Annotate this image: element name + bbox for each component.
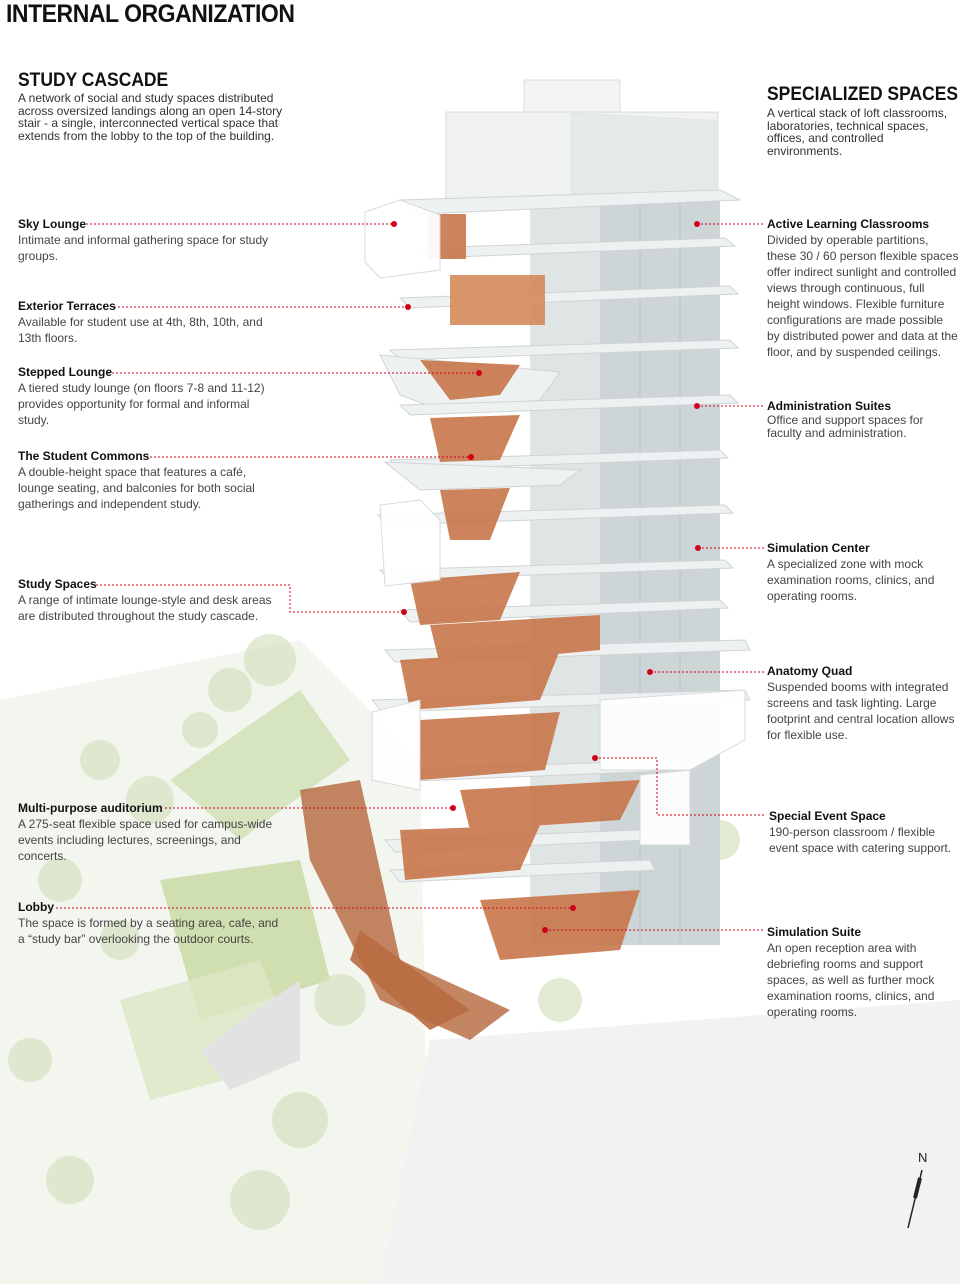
leader-dots <box>391 221 701 933</box>
page-title: INTERNAL ORGANIZATION <box>6 0 295 28</box>
label-title: Anatomy Quad <box>767 664 853 678</box>
stair-cascade <box>400 214 640 960</box>
leader-lines <box>56 223 766 931</box>
label-title: Simulation Suite <box>767 925 862 939</box>
label-title: Simulation Center <box>767 541 870 555</box>
label-desc: An open reception area with debriefing r… <box>767 941 935 1019</box>
specialized-spaces-title: SPECIALIZED SPACES <box>767 84 959 105</box>
label-administration: Administration Suites Office and support… <box>767 399 959 440</box>
label-desc: Office and support spaces for faculty an… <box>767 413 924 440</box>
label-title: Stepped Lounge <box>18 365 112 379</box>
label-title: Administration Suites <box>767 399 892 413</box>
label-lobby: Lobby The space is formed by a seating a… <box>18 900 283 947</box>
label-desc: Divided by operable partitions, these 30… <box>767 233 959 359</box>
label-title: Active Learning Classrooms <box>767 217 930 231</box>
label-auditorium: Multi-purpose auditorium A 275-seat flex… <box>18 801 283 864</box>
label-title: Special Event Space <box>769 809 886 823</box>
label-desc: A 275-seat flexible space used for campu… <box>18 817 273 863</box>
specialized-spaces-desc: A vertical stack of loft classrooms, lab… <box>767 106 948 158</box>
label-desc: A tiered study lounge (on floors 7-8 and… <box>18 381 265 427</box>
label-student-commons: The Student Commons A double-height spac… <box>18 449 283 512</box>
north-label: N <box>918 1150 928 1165</box>
label-desc: 190-person classroom / flexible event sp… <box>769 825 952 855</box>
label-desc: A range of intimate lounge-style and des… <box>18 593 272 623</box>
label-stepped-lounge: Stepped Lounge A tiered study lounge (on… <box>18 365 283 428</box>
label-title: Study Spaces <box>18 577 97 591</box>
label-title: The Student Commons <box>18 449 150 463</box>
label-title: Sky Lounge <box>18 217 87 231</box>
label-title: Lobby <box>18 900 54 914</box>
label-title: Multi-purpose auditorium <box>18 801 163 815</box>
landscape <box>0 634 960 1284</box>
label-exterior-terraces: Exterior Terraces Available for student … <box>18 299 283 346</box>
label-desc: The space is formed by a seating area, c… <box>18 916 279 946</box>
label-desc: A double-height space that features a ca… <box>18 465 255 511</box>
label-desc: Available for student use at 4th, 8th, 1… <box>18 315 263 345</box>
north-arrow-icon <box>907 1169 923 1229</box>
label-anatomy-quad: Anatomy Quad Suspended booms with integr… <box>767 664 959 743</box>
label-simulation-center: Simulation Center A specialized zone wit… <box>767 541 959 604</box>
facade-panels <box>364 199 746 846</box>
label-special-event: Special Event Space 190-person classroom… <box>769 809 959 856</box>
label-simulation-suite: Simulation Suite An open reception area … <box>767 925 959 1020</box>
label-active-learning: Active Learning Classrooms Divided by op… <box>767 217 959 360</box>
label-title: Exterior Terraces <box>18 299 116 313</box>
label-desc: Intimate and informal gathering space fo… <box>18 233 269 263</box>
study-cascade-desc: A network of social and study spaces dis… <box>18 91 283 143</box>
label-desc: A specialized zone with mock examination… <box>767 557 935 603</box>
label-sky-lounge: Sky Lounge Intimate and informal gatheri… <box>18 217 283 264</box>
label-desc: Suspended booms with integrated screens … <box>767 680 955 742</box>
study-cascade-title: STUDY CASCADE <box>18 70 169 91</box>
label-study-spaces: Study Spaces A range of intimate lounge-… <box>18 577 283 624</box>
